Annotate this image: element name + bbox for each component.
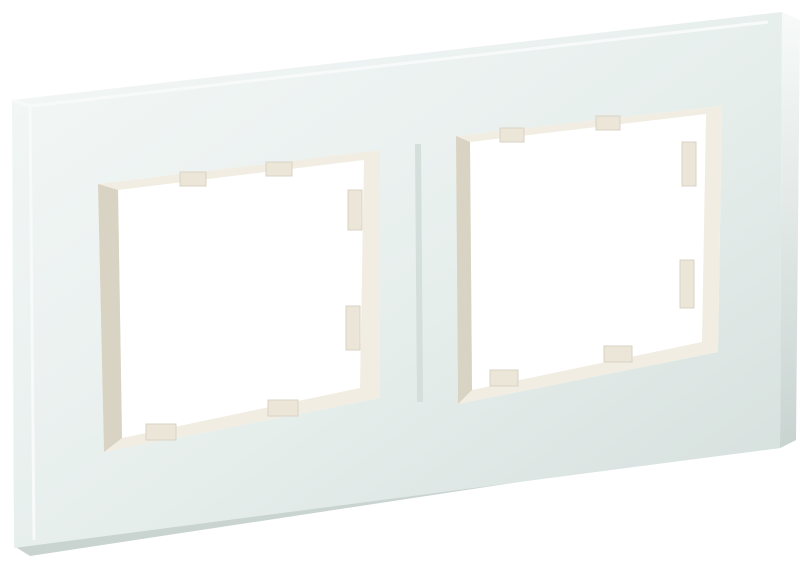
glass-frame-face <box>12 12 782 548</box>
frame-bottom-edge <box>14 440 796 556</box>
tab-left-right-1 <box>347 189 363 231</box>
mounting-tabs <box>145 115 697 441</box>
tab-right-bottom-2 <box>603 345 633 363</box>
insert-left <box>98 150 380 452</box>
tab-left-bottom-1 <box>145 423 177 441</box>
insert-right <box>456 106 722 404</box>
tab-left-bottom-2 <box>267 399 299 417</box>
tab-right-bottom-1 <box>489 369 519 387</box>
frame-top-bevel <box>29 20 769 108</box>
frame-right-edge <box>780 12 800 448</box>
tab-right-right-2 <box>679 259 695 309</box>
tab-left-right-2 <box>345 305 361 351</box>
tab-right-top-2 <box>595 115 621 131</box>
tab-left-top-1 <box>179 171 207 187</box>
frame-center-divider <box>415 143 423 403</box>
tab-left-top-2 <box>265 161 293 177</box>
tab-right-top-1 <box>499 127 525 143</box>
tab-right-right-1 <box>681 141 697 187</box>
